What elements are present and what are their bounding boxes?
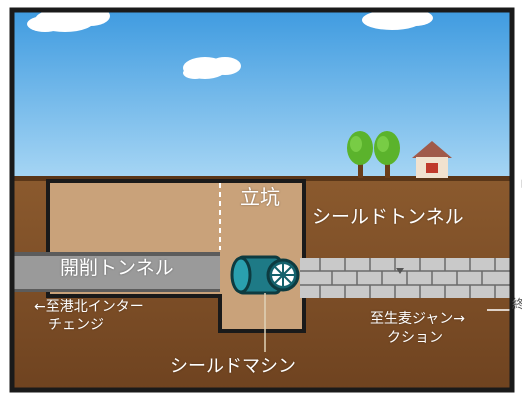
shield-tunnel-segments [300, 258, 512, 298]
cut-and-cover-tunnel-label: 開削トンネル [60, 257, 174, 279]
cut-and-cover-tunnel [12, 255, 220, 290]
shield-machine [230, 255, 300, 295]
cloud [183, 57, 241, 79]
right-direction-label-line2: クション [387, 330, 443, 346]
shaft-label: 立坑 [240, 185, 280, 209]
ground-surface [12, 176, 512, 181]
left-direction-label-line2: チェンジ [48, 317, 104, 333]
shield-tunnel-label: シールドトンネル [312, 206, 464, 228]
left-direction-label-line1: ←至港北インター [34, 299, 144, 315]
edge-glyph: 「 [514, 180, 522, 192]
house [412, 141, 452, 178]
frame [9, 7, 515, 393]
tree [374, 131, 400, 178]
cloud [362, 10, 433, 30]
tree [347, 131, 373, 178]
edge-glyph: 終 [512, 297, 522, 311]
shield-machine-label: シールドマシン [170, 356, 296, 377]
right-direction-label-line1: 至生麦ジャン→ [370, 311, 466, 327]
